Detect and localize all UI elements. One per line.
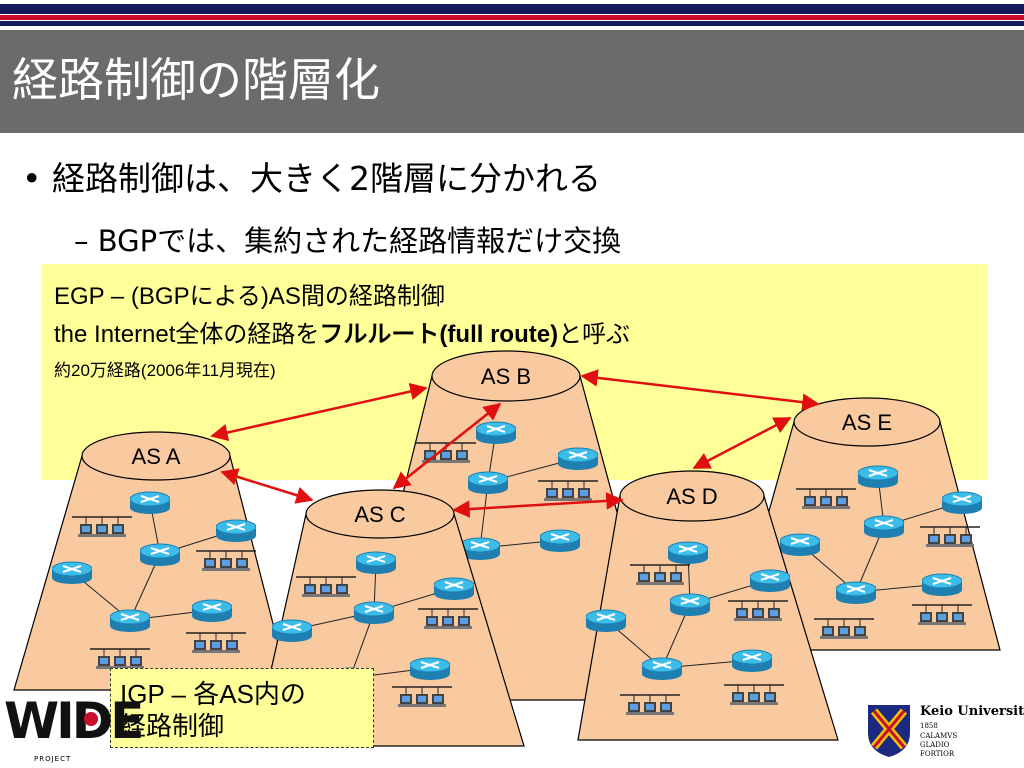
- keio-motto-3: FORTIOR: [920, 750, 955, 758]
- egp-line2-bold: フルルート(full route): [319, 321, 559, 348]
- igp-callout-box: [110, 668, 374, 748]
- title-bar: [0, 30, 1024, 133]
- slide-title: 経路制御の階層化: [12, 53, 380, 107]
- egp-line2-prefix: the Internet全体の経路を: [54, 321, 320, 348]
- bgp-links: [210, 369, 820, 518]
- wide-logo-dot: [84, 712, 98, 726]
- bgp-link-a-b: [210, 382, 428, 442]
- as-c-label: AS C: [354, 502, 405, 527]
- bullet-level1: • 経路制御は、大きく2階層に分かれる: [22, 159, 601, 198]
- as-a-label: AS A: [132, 444, 181, 469]
- egp-line1: EGP – (BGPによる)AS間の経路制御: [54, 283, 445, 310]
- bgp-link-b-e: [580, 369, 820, 411]
- top-stripes: [0, 0, 1024, 30]
- igp-line1: IGP – 各AS内の: [120, 679, 306, 709]
- egp-line2-suffix: と呼ぶ: [558, 321, 631, 348]
- as-b-label: AS B: [481, 364, 531, 389]
- bgp-link-d-e: [692, 416, 792, 470]
- keio-motto-2: GLADIO: [920, 741, 950, 749]
- bgp-link-b-c: [392, 402, 502, 490]
- as-a-cylinder: [13, 431, 291, 691]
- bgp-link-a-c: [220, 468, 314, 504]
- as-d-cylinder: [577, 470, 839, 741]
- bgp-link-c-d: [452, 492, 624, 518]
- wide-logo-subtitle: PROJECT: [34, 755, 72, 763]
- igp-line2: 経路制御: [120, 712, 225, 742]
- keio-year: 1858: [920, 722, 938, 730]
- as-d-label: AS D: [666, 484, 717, 509]
- keio-university-name: Keio University: [920, 704, 1024, 719]
- as-e-cylinder: [729, 397, 1001, 651]
- wide-logo: WIDE: [4, 692, 144, 750]
- keio-motto-1: CALAMVS: [920, 732, 958, 740]
- bullet-level2: – BGPでは、集約された経路情報だけ交換: [74, 224, 622, 258]
- egp-line3: 約20万経路(2006年11月現在): [54, 361, 276, 380]
- egp-line2: the Internet全体の経路をフルルート(full route)と呼ぶ: [54, 314, 630, 349]
- keio-shield-icon: [868, 705, 910, 757]
- as-e-label: AS E: [842, 410, 892, 435]
